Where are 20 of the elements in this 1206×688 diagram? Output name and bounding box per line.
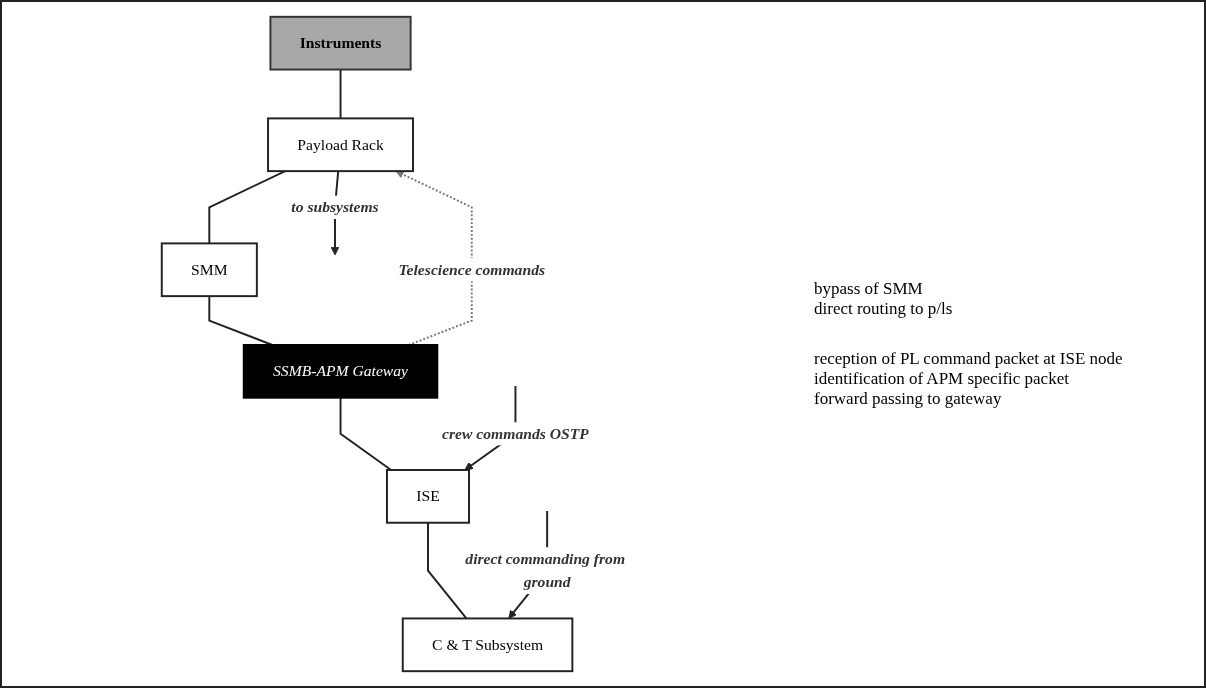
connector [426,521,468,620]
edge-label: Telescience commands [398,260,545,278]
note-text: forward passing to gateway [814,389,1002,409]
note-text: identification of APM specific packet [814,369,1069,389]
node-box: SSMB-APM Gateway [242,344,438,399]
node-box: Payload Rack [266,117,414,173]
edge-label: to subsystems [291,198,379,216]
arrow [395,170,473,346]
connector [208,170,286,245]
node-box: SMM [160,242,258,298]
note-text: bypass of SMM [814,279,923,299]
edge-label: direct commanding from ground [465,550,625,591]
node-box: Instruments [269,15,412,71]
note-text: direct routing to p/ls [814,299,953,319]
connector [339,68,342,120]
note-text: reception of PL command packet at ISE node [814,349,1123,369]
node-box: ISE [385,469,470,524]
edge-label: crew commands OSTP [441,425,589,442]
connector [339,396,392,471]
node-box: C & T Subsystem [401,617,574,673]
